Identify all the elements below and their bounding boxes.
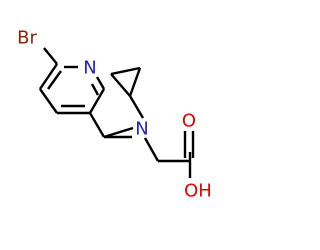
pyridine-nitrogen-label: N xyxy=(83,58,96,79)
bond-ch2-n xyxy=(103,126,134,139)
bond-c3-c2 xyxy=(39,63,58,90)
bond-c3-c2-inner xyxy=(47,70,62,90)
bond-n1-c6-inner xyxy=(90,83,100,96)
bond-n-cyclopropyl xyxy=(128,95,145,119)
bond-cp-1 xyxy=(110,73,131,97)
cyclopropyl-ring xyxy=(110,66,142,97)
bond-c6-c5 xyxy=(88,88,106,114)
bond-cp-2 xyxy=(110,66,141,76)
hydroxyl-label: OH xyxy=(184,181,212,202)
pyridine-ring xyxy=(39,63,106,115)
bond-c4-c3 xyxy=(39,88,58,114)
bond-n-ch2-acid xyxy=(143,137,160,162)
bond-n1-c6 xyxy=(95,76,106,90)
amine-nitrogen-label: N xyxy=(135,119,148,140)
bromine-label: Br xyxy=(17,28,37,49)
carbonyl-oxygen-label: O xyxy=(182,111,196,132)
bond-c5-ch2 xyxy=(88,112,106,138)
substituent-bonds xyxy=(43,47,195,178)
bond-cp-3 xyxy=(128,67,142,97)
chemical-structure-diagram: Br N N O OH xyxy=(17,28,212,202)
bond-c2-br xyxy=(43,47,58,65)
